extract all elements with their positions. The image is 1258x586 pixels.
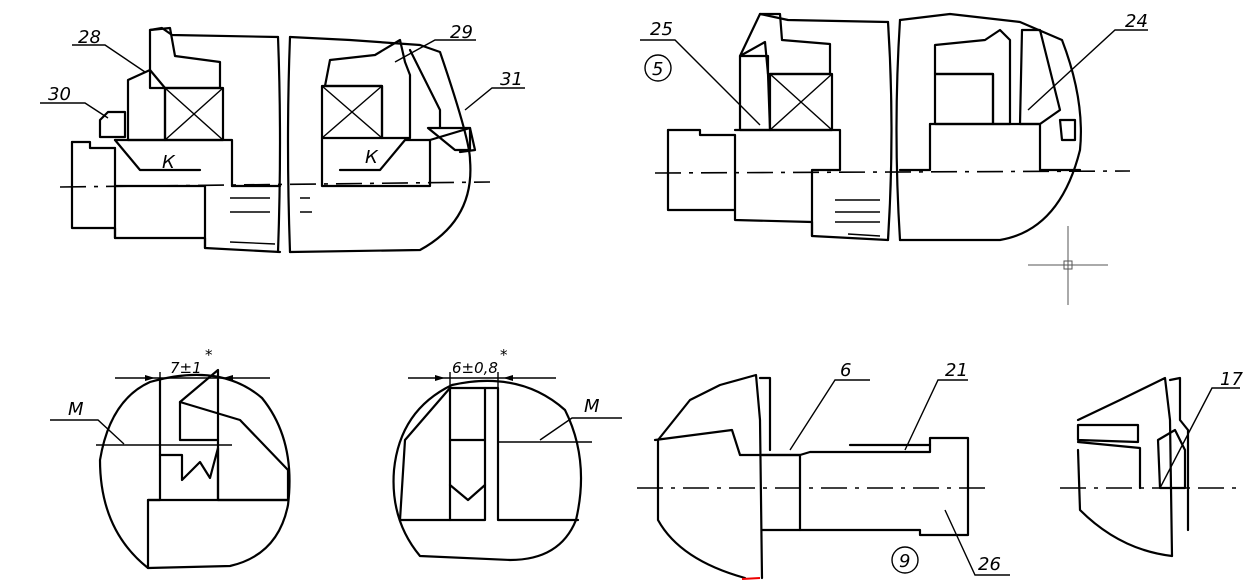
label-30: 30 (48, 84, 71, 105)
view-bottom-shaft: 6 21 26 9 (637, 360, 1010, 580)
label-6: 6 (840, 360, 851, 381)
label-m-left: М (68, 399, 84, 420)
label-21: 21 (945, 360, 968, 381)
label-circle-5: 5 (652, 59, 663, 80)
label-17: 17 (1220, 369, 1243, 390)
label-circle-9: 9 (899, 551, 910, 572)
label-26: 26 (978, 554, 1001, 575)
label-28: 28 (78, 27, 101, 48)
detail-bottom-left: 7±1 * М (50, 346, 291, 570)
detail-bottom-right: 17 (1060, 369, 1243, 558)
label-k-right: К (365, 147, 379, 168)
dim-star-1: * (205, 346, 213, 364)
label-m-right: М (584, 396, 600, 417)
label-k-left: К (162, 152, 176, 173)
dim-star-2: * (500, 346, 508, 364)
label-24: 24 (1125, 11, 1148, 32)
view-top-left: 28 29 30 31 К К (40, 22, 525, 254)
label-25: 25 (650, 19, 673, 40)
dim-6: 6±0,8 (452, 359, 498, 377)
detail-bottom-mid: 6±0,8 * М (392, 346, 622, 562)
label-29: 29 (450, 22, 473, 43)
dim-7: 7±1 (170, 359, 202, 377)
label-31: 31 (500, 69, 523, 90)
crosshair-cursor-icon (1028, 226, 1108, 305)
view-top-right: 25 24 5 (640, 11, 1148, 305)
